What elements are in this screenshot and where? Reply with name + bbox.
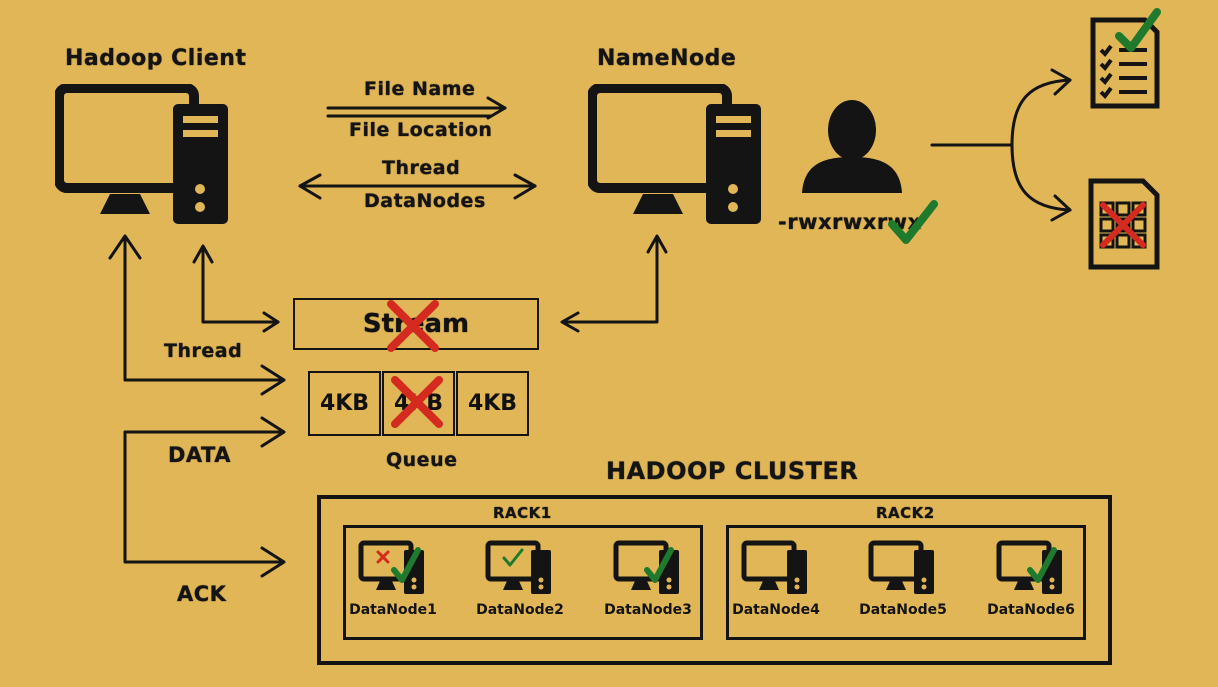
namenode-computer-icon (588, 84, 761, 224)
computer-icon (996, 540, 1062, 594)
user-icon (802, 100, 902, 193)
rack2-label: RACK2 (876, 504, 935, 522)
datanode-label: DataNode6 (987, 602, 1075, 618)
datanode-label: DataNode5 (859, 602, 947, 618)
packet-label: 4KB (319, 391, 370, 416)
cluster-title: HADOOP CLUSTER (606, 457, 859, 485)
denied-document-icon (1088, 178, 1160, 270)
client-title: Hadoop Client (65, 46, 247, 71)
queue-packet: 4KB (456, 371, 529, 436)
ack-label: ACK (177, 582, 227, 606)
rack2-box (726, 525, 1086, 640)
computer-icon (358, 540, 424, 594)
cross-icon (387, 300, 439, 352)
computer-icon (868, 540, 934, 594)
data-label: DATA (168, 443, 232, 467)
packet-label: 4KB (467, 391, 518, 416)
computer-icon (55, 84, 228, 224)
datanode-label: DataNode3 (604, 602, 692, 618)
file-location-label: File Location (349, 119, 493, 141)
cross-icon (391, 376, 443, 428)
checklist-icon (1090, 8, 1161, 109)
rack1-label: RACK1 (493, 504, 552, 522)
datanode-6: DataNode6 (971, 540, 1091, 620)
file-name-label: File Name (364, 78, 476, 100)
computer-icon (485, 540, 551, 594)
datanode-label: DataNode4 (732, 602, 820, 618)
datanode-1: DataNode1 (333, 540, 453, 620)
datanode-2: DataNode2 (460, 540, 580, 620)
computer-icon (741, 540, 807, 594)
datanode-label: DataNode1 (349, 602, 437, 618)
namenode-title: NameNode (597, 46, 737, 71)
datanode-label: DataNode2 (476, 602, 564, 618)
datanode-5: DataNode5 (843, 540, 963, 620)
datanodes-label: DataNodes (364, 190, 486, 212)
thread-top-label: Thread (382, 157, 461, 179)
queue-label: Queue (386, 449, 458, 471)
datanode-3: DataNode3 (588, 540, 708, 620)
checkmark-icon (888, 200, 938, 244)
computer-icon (613, 540, 679, 594)
cluster-frame (317, 495, 1112, 665)
queue-packet: 4KB (308, 371, 381, 436)
rack1-box (343, 525, 703, 640)
thread-left-label: Thread (164, 340, 243, 362)
datanode-4: DataNode4 (716, 540, 836, 620)
